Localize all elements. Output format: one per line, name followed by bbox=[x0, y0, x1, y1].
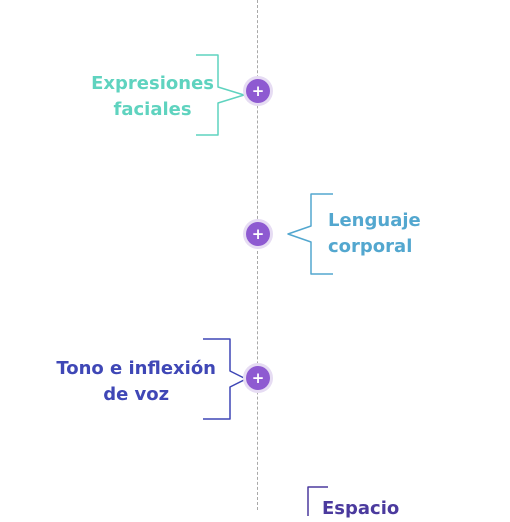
label-line: faciales bbox=[113, 99, 192, 120]
expand-node-tono-inflexion[interactable]: + bbox=[246, 366, 270, 390]
label-espacio: Espacio bbox=[322, 496, 399, 522]
bracket-expresiones-faciales bbox=[196, 54, 245, 136]
label-lenguaje-corporal: Lenguaje corporal bbox=[328, 208, 421, 260]
plus-icon: + bbox=[251, 369, 265, 387]
label-expresiones-faciales: Expresiones faciales bbox=[91, 71, 214, 123]
bracket-lenguaje-corporal bbox=[287, 193, 333, 275]
label-line: corporal bbox=[328, 236, 413, 257]
expand-node-expresiones-faciales[interactable]: + bbox=[246, 79, 270, 103]
label-tono-inflexion: Tono e inflexión de voz bbox=[56, 356, 216, 408]
label-line: Expresiones bbox=[91, 73, 214, 94]
label-line: de voz bbox=[103, 384, 170, 405]
plus-icon: + bbox=[251, 82, 265, 100]
timeline-dashed-line bbox=[257, 0, 258, 510]
expand-node-lenguaje-corporal[interactable]: + bbox=[246, 222, 270, 246]
label-line: Lenguaje bbox=[328, 210, 421, 231]
label-line: Espacio bbox=[322, 498, 400, 519]
plus-icon: + bbox=[251, 225, 265, 243]
label-line: Tono e inflexión bbox=[56, 358, 216, 379]
bracket-espacio bbox=[307, 486, 328, 516]
